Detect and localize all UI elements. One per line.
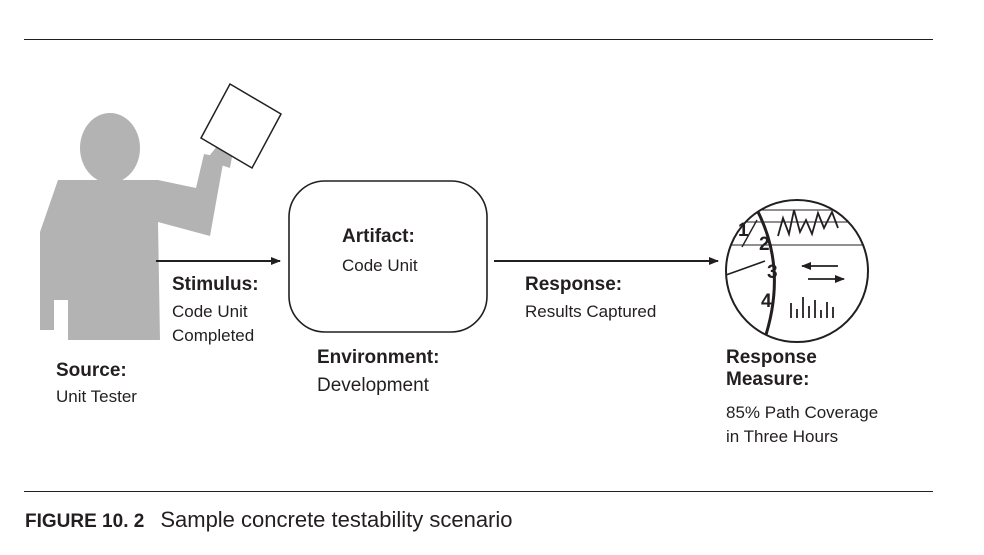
- stimulus-line-2: Completed: [172, 326, 255, 345]
- source-text: Unit Tester: [56, 387, 137, 406]
- bottom-rule: [24, 491, 933, 492]
- source-heading: Source:: [56, 360, 127, 381]
- response-measure-heading-line-2: Measure:: [726, 369, 810, 390]
- gauge-number-3: 3: [767, 262, 778, 283]
- artifact-box: [288, 180, 488, 333]
- stimulus-line-1: Code Unit: [172, 302, 248, 321]
- gauge-number-2: 2: [759, 234, 770, 255]
- response-heading: Response:: [525, 274, 623, 295]
- environment-heading: Environment:: [317, 347, 440, 368]
- artifact-text: Code Unit: [342, 256, 418, 275]
- response-measure-line-2: in Three Hours: [726, 427, 839, 446]
- artifact-heading: Artifact:: [342, 226, 415, 247]
- tester-body: [40, 154, 224, 340]
- response-measure-heading-line-1: Response: [726, 347, 817, 368]
- response-text: Results Captured: [525, 302, 657, 321]
- tester-head: [80, 113, 140, 183]
- figure-caption: FIGURE 10. 2 Sample concrete testability …: [25, 507, 513, 533]
- unit-tester-figure: [40, 82, 283, 340]
- top-rule: [24, 39, 933, 40]
- document-icon: [199, 82, 283, 170]
- gauge-number-1: 1: [738, 220, 749, 241]
- response-measure-line-1: 85% Path Coverage: [726, 403, 879, 422]
- environment-text: Development: [317, 375, 429, 396]
- figure-number: FIGURE 10. 2: [25, 511, 145, 532]
- figure-caption-text: Sample concrete testability scenario: [160, 507, 513, 532]
- response-gauge-icon: 1 2 3 4: [725, 199, 869, 343]
- stimulus-heading: Stimulus:: [172, 274, 259, 295]
- gauge-number-4: 4: [761, 291, 772, 312]
